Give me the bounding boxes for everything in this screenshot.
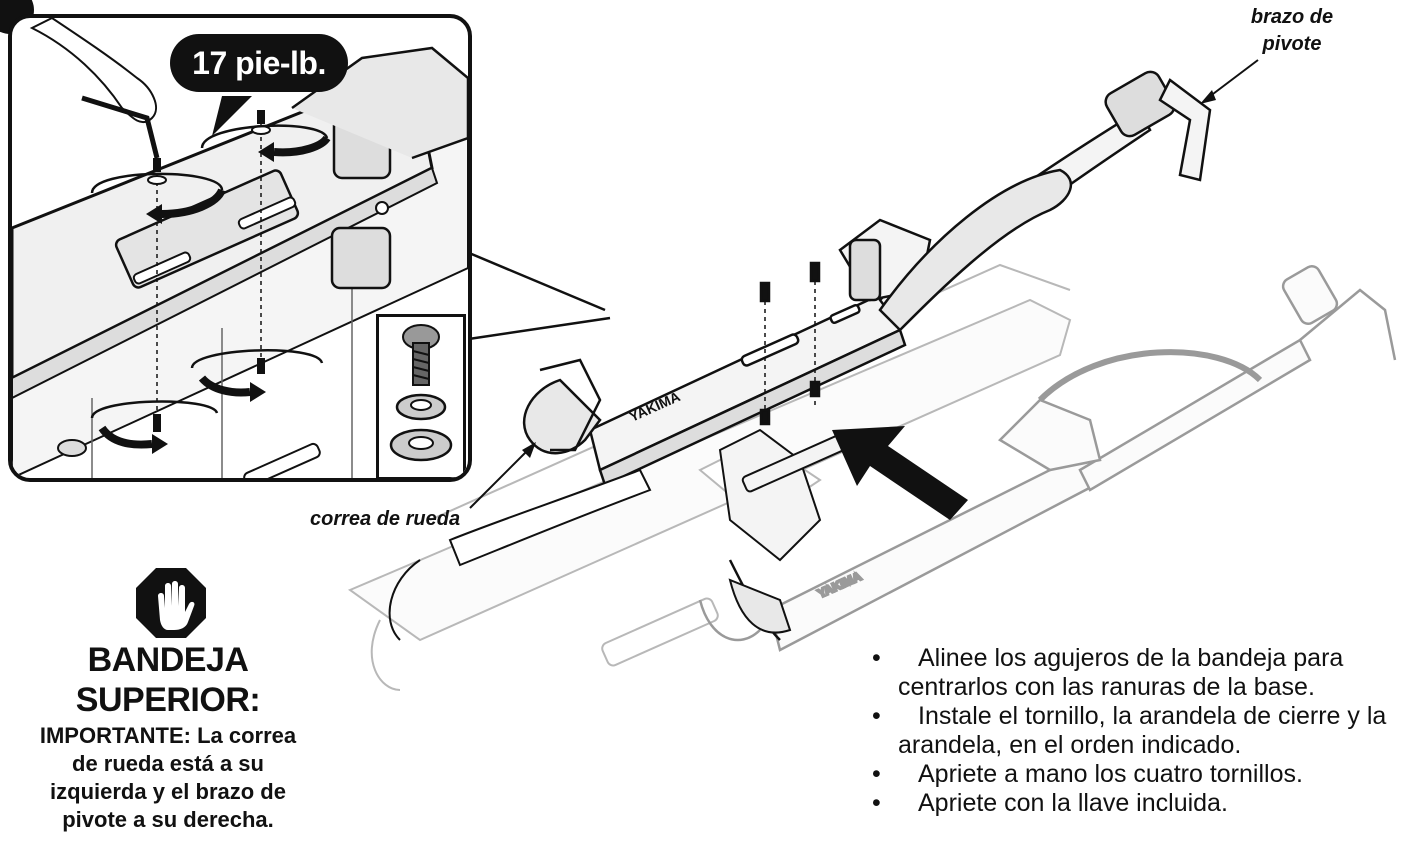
- bolt-icon: [402, 324, 440, 386]
- fastener-parts: [389, 324, 453, 462]
- fastener-stack-rear-right: [190, 110, 331, 402]
- pivot-arm-callout-line-1: brazo de: [1250, 6, 1334, 28]
- top-tray: YAKIMA: [522, 70, 1212, 487]
- lower-tray-ghost: YAKIMA: [698, 265, 1397, 652]
- warning-body-line-3: izquierda y el brazo de: [50, 779, 286, 804]
- stop-hand-icon: [136, 568, 206, 638]
- warning-body-line-2: de rueda está a su: [72, 751, 264, 776]
- warning-important-label: IMPORTANTE:: [39, 723, 191, 748]
- washer-icon: [389, 428, 453, 462]
- warning-body: IMPORTANTE: La correa de rueda está a su…: [8, 722, 328, 834]
- detail-illustration: [12, 18, 468, 478]
- pivot-arm-leader: [1204, 59, 1259, 101]
- warning-body-line-4: pivote a su derecha.: [62, 807, 274, 832]
- base-arm: [388, 428, 849, 641]
- instruction-step: Apriete a mano los cuatro tornillos.: [870, 760, 1390, 789]
- warning-title: BANDEJA SUPERIOR:: [75, 641, 261, 719]
- pivot-arm-callout: brazo de pivote: [1222, 4, 1362, 58]
- torque-spec-bubble: 17 pie-lb.: [170, 34, 348, 92]
- instruction-step: Instale el tornillo, la arandela de cier…: [870, 702, 1390, 760]
- fastener-parts-box: [376, 314, 466, 478]
- warning-body-line-1: La correa: [190, 723, 297, 748]
- wheel-strap-callout: correa de rueda: [310, 508, 461, 530]
- detail-inset: [8, 14, 472, 482]
- instruction-step: Alinee los agujeros de la bandeja para c…: [870, 644, 1390, 702]
- top-tray-warning: BANDEJA SUPERIOR: IMPORTANTE: La correa …: [8, 640, 328, 834]
- wheel-strap-leader: [469, 445, 533, 509]
- fastener-stack-front-left: [90, 158, 226, 454]
- pivot-arm-callout-line-2: pivote: [1262, 33, 1322, 55]
- instruction-steps: Alinee los agujeros de la bandeja para c…: [870, 644, 1390, 818]
- instruction-step: Apriete con la llave incluida.: [870, 789, 1390, 818]
- insert-arrow-icon: [832, 426, 968, 520]
- lock-washer-icon: [395, 393, 447, 421]
